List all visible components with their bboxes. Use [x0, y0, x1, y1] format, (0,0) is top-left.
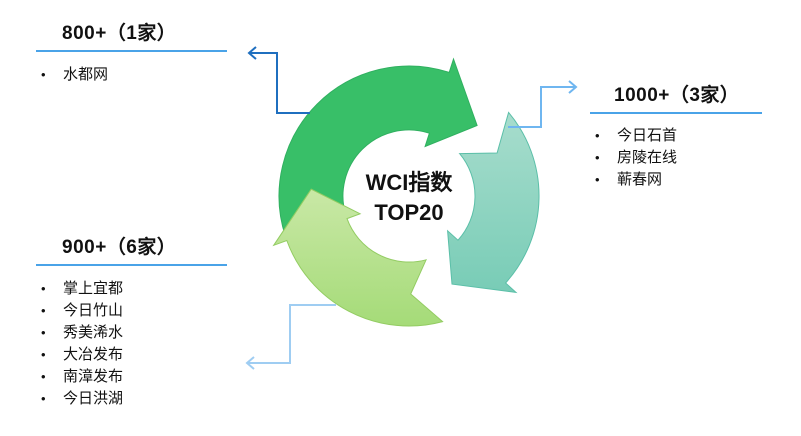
group-1000-rule [590, 112, 762, 114]
center-title-line1: WCI指数 [365, 170, 453, 195]
group-900-title: 900+（6家） [62, 237, 177, 258]
cycle-arrow-900 [272, 188, 444, 327]
connector-1000 [508, 86, 576, 128]
connector-900 [247, 304, 336, 364]
list-item: 南漳发布 [36, 366, 123, 388]
cycle-arrow-1000 [446, 111, 540, 294]
group-800-list: 水都网 [36, 64, 108, 86]
arrowhead-800 [247, 46, 257, 60]
cycle-arrow-800 [278, 57, 478, 238]
list-item: 今日竹山 [36, 300, 123, 322]
group-900-list: 掌上宜都 今日竹山 秀美浠水 大冶发布 南漳发布 今日洪湖 [36, 278, 123, 410]
group-1000-list: 今日石首 房陵在线 蕲春网 [590, 125, 677, 191]
center-title: WCI指数 TOP20 [349, 168, 469, 228]
group-1000-title: 1000+（3家） [614, 85, 740, 106]
connector-800 [249, 52, 310, 114]
list-item: 今日洪湖 [36, 388, 123, 410]
list-item: 掌上宜都 [36, 278, 123, 300]
list-item: 大冶发布 [36, 344, 123, 366]
list-item: 水都网 [36, 64, 108, 86]
arrowhead-900 [245, 356, 255, 370]
arrowhead-1000 [568, 80, 578, 94]
list-item: 蕲春网 [590, 169, 677, 191]
list-item: 今日石首 [590, 125, 677, 147]
group-800-title: 800+（1家） [62, 23, 177, 44]
list-item: 秀美浠水 [36, 322, 123, 344]
center-title-line2: TOP20 [374, 200, 444, 225]
group-900-rule [36, 264, 227, 266]
group-800-rule [36, 50, 227, 52]
list-item: 房陵在线 [590, 147, 677, 169]
